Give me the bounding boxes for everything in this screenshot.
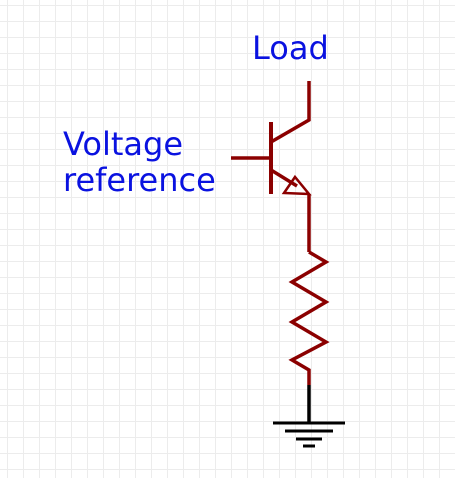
voltage-reference-line-2: reference bbox=[63, 161, 216, 199]
voltage-reference-label: Voltage reference bbox=[63, 126, 216, 198]
emitter-arrow-icon bbox=[281, 174, 312, 196]
ground-icon bbox=[273, 385, 345, 448]
npn-transistor-icon bbox=[231, 122, 312, 196]
resistor-icon bbox=[288, 250, 330, 385]
voltage-reference-line-1: Voltage bbox=[63, 125, 184, 163]
emitter-lead bbox=[270, 168, 298, 188]
load-label: Load bbox=[252, 29, 329, 67]
load-wire bbox=[270, 81, 311, 144]
